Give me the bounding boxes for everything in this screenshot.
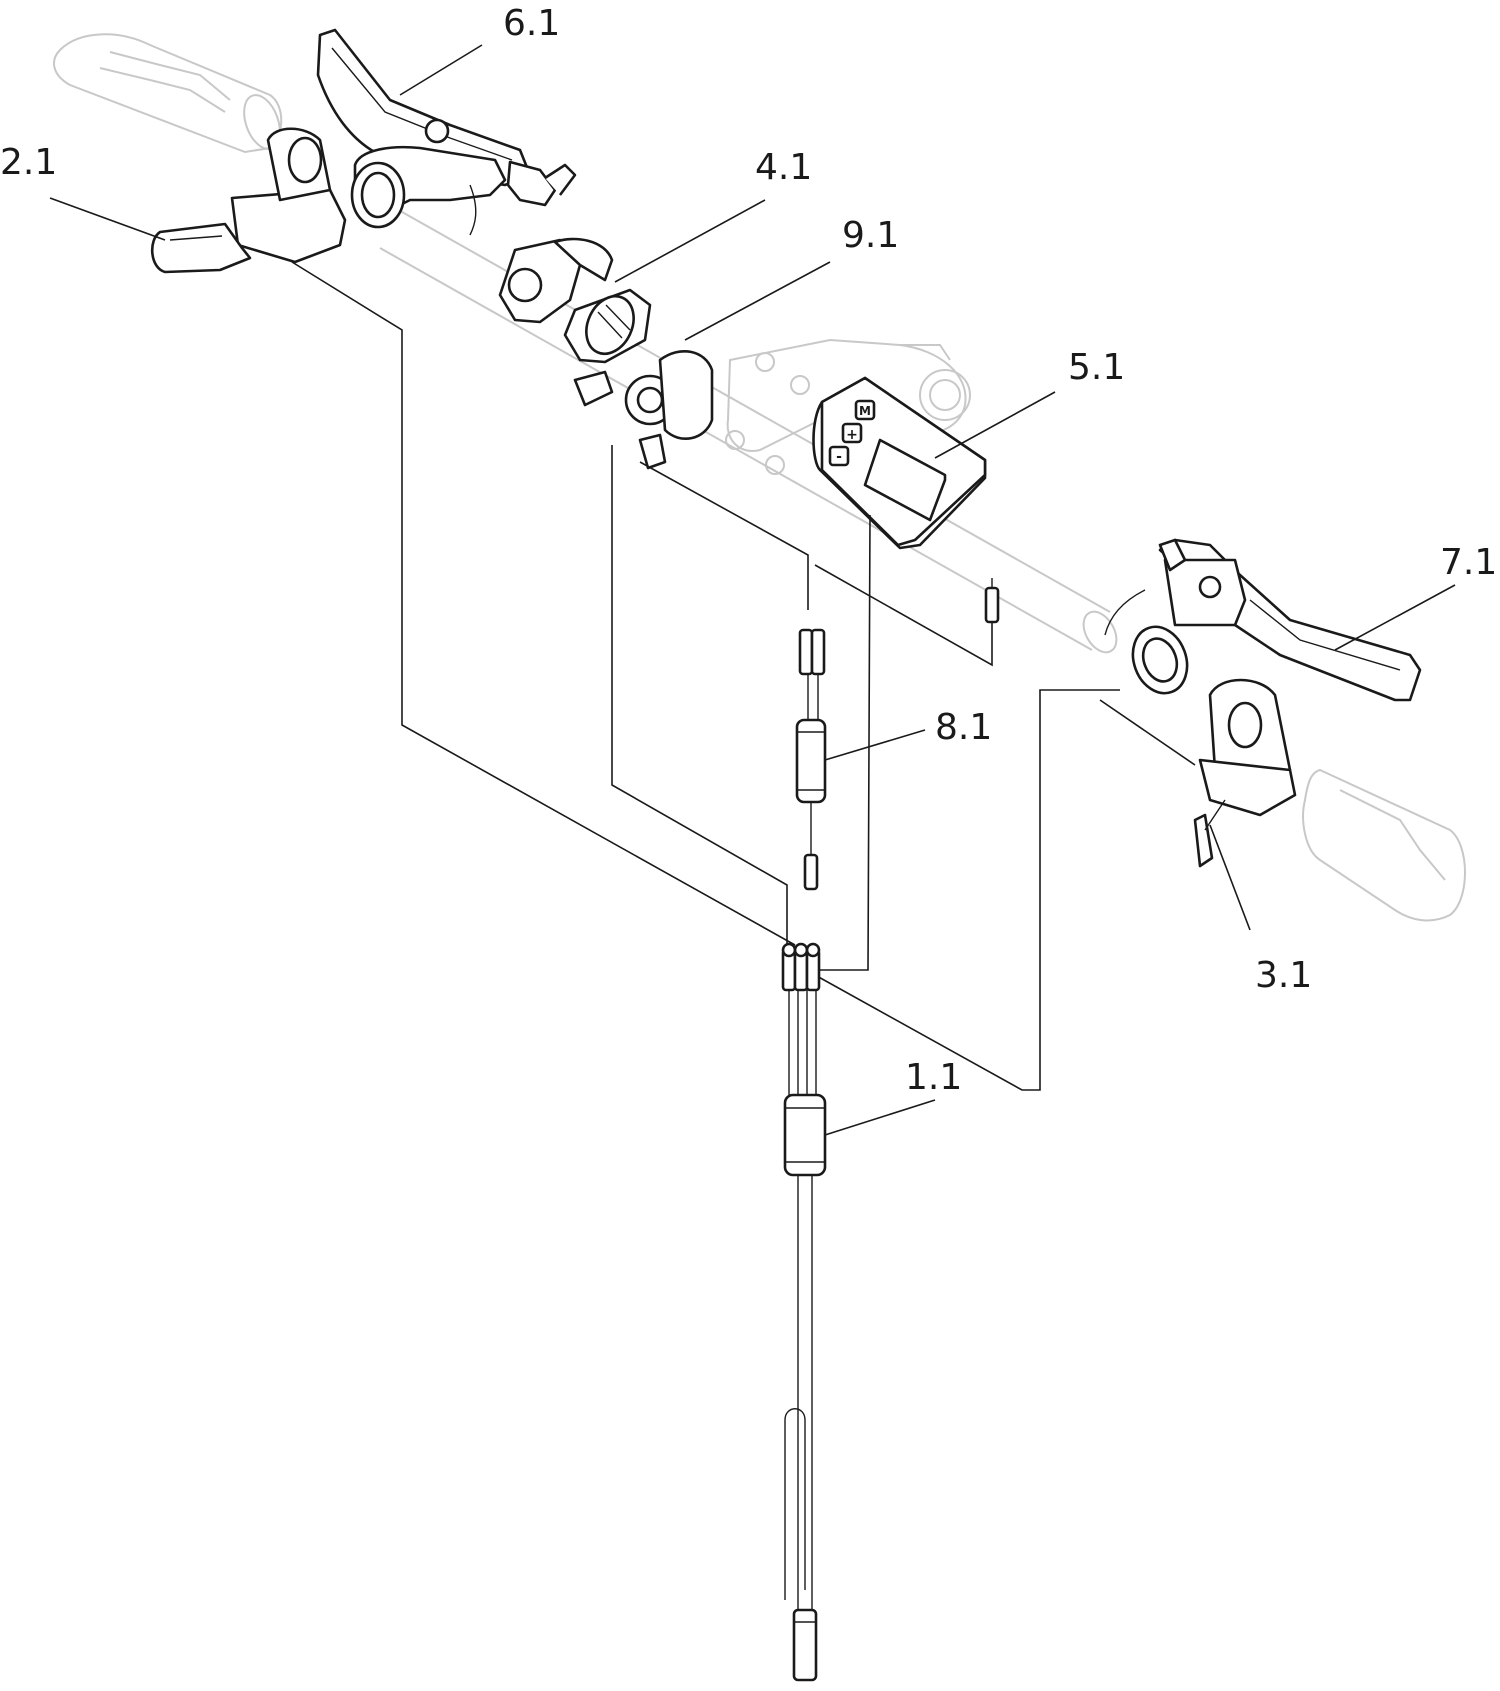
callout-8-1: 8.1 — [935, 707, 993, 748]
callout-1-1: 1.1 — [905, 1057, 963, 1098]
callout-7-1: 7.1 — [1440, 542, 1498, 583]
display-minus-button-label: - — [836, 449, 842, 465]
leader-3-1 — [1209, 824, 1251, 931]
display-mode-button-label: M — [859, 404, 871, 418]
callout-leaders — [49, 44, 1456, 1136]
right-throttle-part — [1193, 678, 1297, 868]
leader-5-1 — [934, 391, 1056, 459]
wiring-harness — [291, 261, 1196, 1091]
callout-9-1: 9.1 — [842, 215, 900, 256]
leader-9-1 — [684, 261, 831, 341]
left-brake-lever-part — [316, 28, 577, 236]
callout-3-1: 3.1 — [1255, 955, 1313, 996]
right-brake-lever-part — [1104, 538, 1422, 702]
display-unit-part: M + - — [812, 376, 987, 550]
callout-5-1: 5.1 — [1068, 347, 1126, 388]
callout-4-1: 4.1 — [755, 147, 813, 188]
leader-1-1 — [824, 1099, 936, 1136]
display-mode-button-shape — [854, 399, 876, 421]
display-minus-button-shape — [828, 445, 850, 467]
left-control-switch-part — [498, 237, 714, 470]
display-plus-button-label: + — [846, 427, 858, 443]
callout-2-1: 2.1 — [0, 142, 58, 183]
leader-4-1 — [614, 199, 766, 283]
left-throttle-part — [151, 127, 347, 274]
leader-7-1 — [1334, 584, 1456, 651]
display-plus-button-shape — [841, 422, 863, 444]
callout-6-1: 6.1 — [503, 3, 561, 44]
leader-6-1 — [399, 44, 483, 96]
leader-2-1 — [49, 197, 166, 241]
leader-8-1 — [824, 729, 926, 761]
handlebar-ghost — [53, 33, 1466, 922]
harness-connectors — [781, 578, 1000, 1682]
